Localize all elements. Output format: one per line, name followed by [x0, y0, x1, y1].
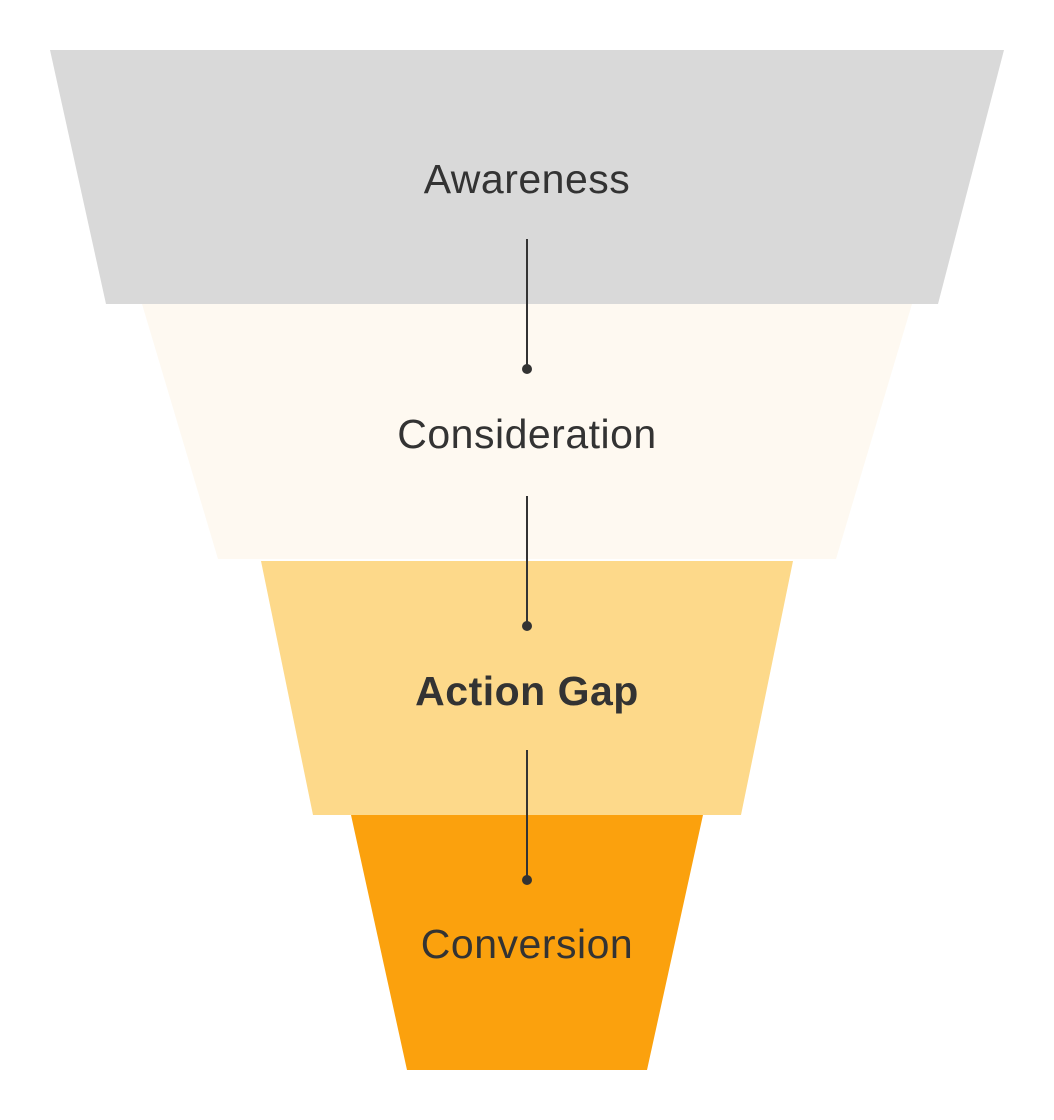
stage-label-awareness: Awareness — [424, 156, 631, 202]
stage-band-consideration — [142, 304, 912, 559]
connector-dot-3 — [522, 875, 532, 885]
stage-band-conversion — [351, 815, 703, 1070]
stage-band-awareness — [50, 50, 1004, 304]
stage-label-action-gap: Action Gap — [415, 668, 639, 714]
stage-label-consideration: Consideration — [397, 411, 657, 457]
stage-band-action-gap — [261, 561, 793, 815]
stage-label-conversion: Conversion — [421, 921, 633, 967]
connector-dot-2 — [522, 621, 532, 631]
connector-dot-1 — [522, 364, 532, 374]
